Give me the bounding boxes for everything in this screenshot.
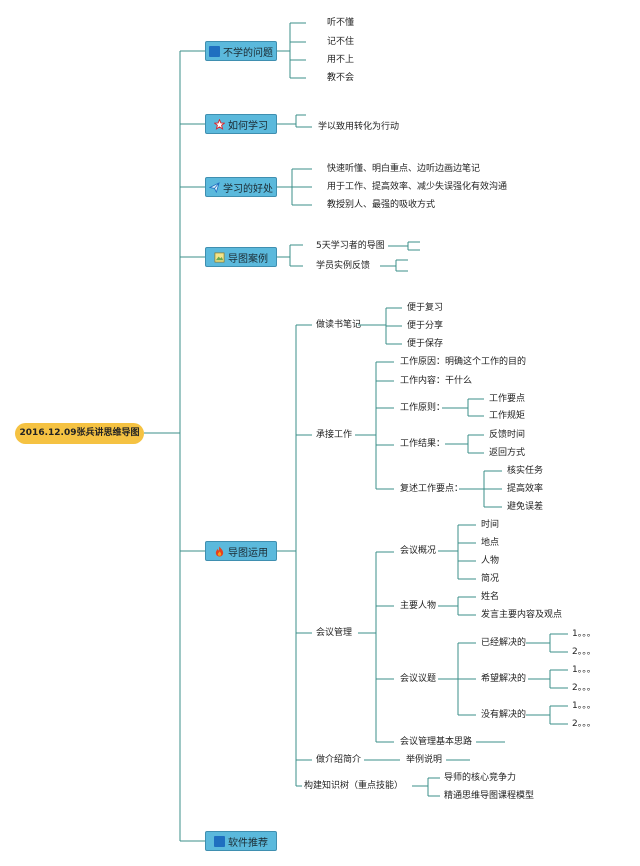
root-node[interactable]: 2016.12.09张兵讲思维导图 xyxy=(15,423,144,444)
image-icon xyxy=(214,252,225,262)
sub-node[interactable]: 会议概况 xyxy=(400,546,437,556)
leaf-node[interactable]: 避免误差 xyxy=(507,502,544,512)
sub-node[interactable]: 工作结果： xyxy=(400,439,446,449)
leaf-node[interactable]: 听不懂 xyxy=(327,18,355,28)
leaf-node[interactable]: 2。。。 xyxy=(572,719,596,729)
leaf-node[interactable]: 便于保存 xyxy=(407,339,444,349)
leaf-node[interactable]: 姓名 xyxy=(481,592,500,602)
branch-label: 不学的问题 xyxy=(223,47,273,59)
sub-node-reading-notes[interactable]: 做读书笔记 xyxy=(316,320,362,330)
leaf-node[interactable]: 工作规矩 xyxy=(489,411,526,421)
branch-label: 导图案例 xyxy=(228,253,268,265)
leaf-node[interactable]: 2。。。 xyxy=(572,683,596,693)
branch-label: 学习的好处 xyxy=(223,183,273,195)
leaf-node[interactable]: 用不上 xyxy=(327,55,355,65)
leaf-node[interactable]: 核实任务 xyxy=(507,466,544,476)
leaf-node[interactable]: 用于工作、提高效率、减少失误强化有效沟通 xyxy=(327,182,508,192)
sub-node[interactable]: 已经解决的 xyxy=(481,638,527,648)
leaf-node[interactable]: 工作内容：干什么 xyxy=(400,376,473,386)
leaf-node[interactable]: 举例说明 xyxy=(406,755,443,765)
leaf-node[interactable]: 2。。。 xyxy=(572,647,596,657)
sub-node-work[interactable]: 承接工作 xyxy=(316,430,353,440)
branch-how-to-learn[interactable]: 如何学习 xyxy=(205,114,277,134)
leaf-node[interactable]: 教授别人、最强的吸收方式 xyxy=(327,200,436,210)
sub-node-meeting[interactable]: 会议管理 xyxy=(316,628,353,638)
leaf-node[interactable]: 人物 xyxy=(481,556,500,566)
branch-label: 如何学习 xyxy=(228,120,268,132)
sub-node-knowledge-tree[interactable]: 构建知识树（重点技能） xyxy=(304,781,404,791)
leaf-node[interactable]: 1。。。 xyxy=(572,665,596,675)
leaf-node[interactable]: 学员实例反馈 xyxy=(316,261,371,271)
leaf-node[interactable]: 便于分享 xyxy=(407,321,444,331)
leaf-node[interactable]: 工作要点 xyxy=(489,394,526,404)
leaf-node[interactable]: 地点 xyxy=(481,538,500,548)
leaf-node[interactable]: 便于复习 xyxy=(407,303,444,313)
leaf-node[interactable]: 1。。。 xyxy=(572,629,596,639)
sub-node[interactable]: 会议议题 xyxy=(400,674,437,684)
branch-label: 导图运用 xyxy=(228,547,268,559)
sub-node[interactable]: 没有解决的 xyxy=(481,710,527,720)
leaf-node[interactable]: 提高效率 xyxy=(507,484,544,494)
leaf-node[interactable]: 学以致用转化为行动 xyxy=(318,122,400,132)
leaf-node[interactable]: 快速听懂、明白重点、边听边画边笔记 xyxy=(327,164,481,174)
branch-label: 软件推荐 xyxy=(228,837,268,849)
branch-software[interactable]: 软件推荐 xyxy=(205,831,277,851)
sub-node[interactable]: 复述工作要点： xyxy=(400,484,464,494)
fire-icon xyxy=(215,545,224,557)
leaf-node[interactable]: 精通思维导图课程模型 xyxy=(444,791,535,801)
sub-node[interactable]: 主要人物 xyxy=(400,601,437,611)
blue-square-icon xyxy=(209,45,220,57)
leaf-node[interactable]: 反馈时间 xyxy=(489,430,526,440)
leaf-node[interactable]: 时间 xyxy=(481,520,500,530)
branch-cases[interactable]: 导图案例 xyxy=(205,247,277,267)
leaf-node[interactable]: 简况 xyxy=(481,574,500,584)
branch-problems[interactable]: 不学的问题 xyxy=(205,41,277,61)
branch-benefits[interactable]: 学习的好处 xyxy=(205,177,277,197)
leaf-node[interactable]: 发言主要内容及观点 xyxy=(481,610,563,620)
leaf-node[interactable]: 教不会 xyxy=(327,73,355,83)
sub-node[interactable]: 工作原则： xyxy=(400,403,446,413)
red-star-icon xyxy=(214,118,225,130)
leaf-node[interactable]: 记不住 xyxy=(327,37,355,47)
leaf-node[interactable]: 工作原因：明确这个工作的目的 xyxy=(400,357,527,367)
sub-node-intro[interactable]: 做介绍简介 xyxy=(316,755,362,765)
leaf-node[interactable]: 5天学习者的导图 xyxy=(316,241,385,251)
blue-square-icon xyxy=(214,835,225,847)
leaf-node[interactable]: 导师的核心竞争力 xyxy=(444,773,517,783)
leaf-node[interactable]: 会议管理基本思路 xyxy=(400,737,473,747)
branch-applications[interactable]: 导图运用 xyxy=(205,541,277,561)
paper-plane-icon xyxy=(209,181,220,193)
sub-node[interactable]: 希望解决的 xyxy=(481,674,527,684)
leaf-node[interactable]: 返回方式 xyxy=(489,448,526,458)
leaf-node[interactable]: 1。。。 xyxy=(572,701,596,711)
